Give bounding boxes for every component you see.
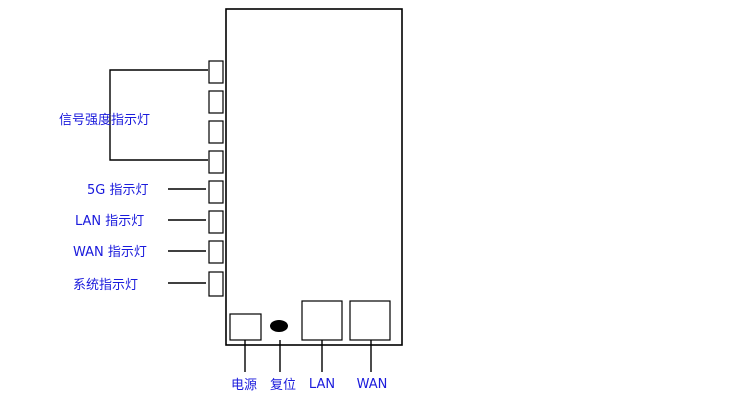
wan-port [349, 300, 391, 341]
reset-button [270, 320, 288, 332]
label-power: 电源 [231, 378, 257, 393]
signal-bracket-line [109, 69, 208, 161]
label-reset: 复位 [270, 378, 296, 393]
signal-led-1 [208, 60, 224, 84]
led-5g [208, 180, 224, 204]
led-system [208, 271, 224, 297]
lan-port [301, 300, 343, 341]
signal-led-2 [208, 90, 224, 114]
signal-led-4 [208, 150, 224, 174]
power-port [229, 313, 262, 341]
label-system-led: 系统指示灯 [73, 278, 138, 293]
label-wan-port: WAN [357, 377, 388, 392]
signal-strength-leds [208, 60, 224, 174]
signal-led-3 [208, 120, 224, 144]
label-lan-port: LAN [309, 377, 335, 392]
label-5g: 5G 指示灯 [87, 183, 148, 198]
led-wan [208, 240, 224, 264]
label-signal-strength: 信号强度指示灯 [59, 112, 150, 128]
label-lan-led: LAN 指示灯 [75, 214, 144, 229]
led-lan [208, 210, 224, 234]
label-wan-led: WAN 指示灯 [73, 245, 147, 260]
device-body [225, 8, 403, 346]
